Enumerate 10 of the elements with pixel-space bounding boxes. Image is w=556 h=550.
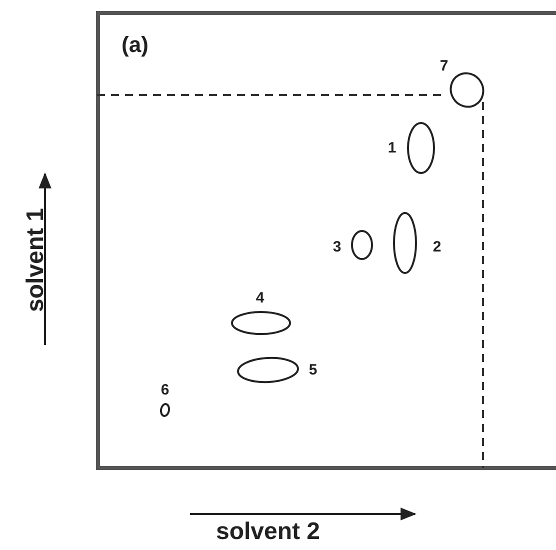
callout-number: 6: [160, 382, 170, 398]
callout-number: 4: [256, 290, 264, 306]
callout-number: 7: [440, 58, 448, 74]
panel-label: (a): [122, 34, 148, 56]
axis-label: solvent 2: [216, 520, 320, 544]
callout-number: 2: [432, 240, 442, 254]
callout-number: 5: [308, 362, 318, 378]
callout-number: 1: [388, 140, 396, 156]
callout-number: 3: [332, 240, 342, 254]
axis-label: solvent 1: [24, 208, 48, 312]
